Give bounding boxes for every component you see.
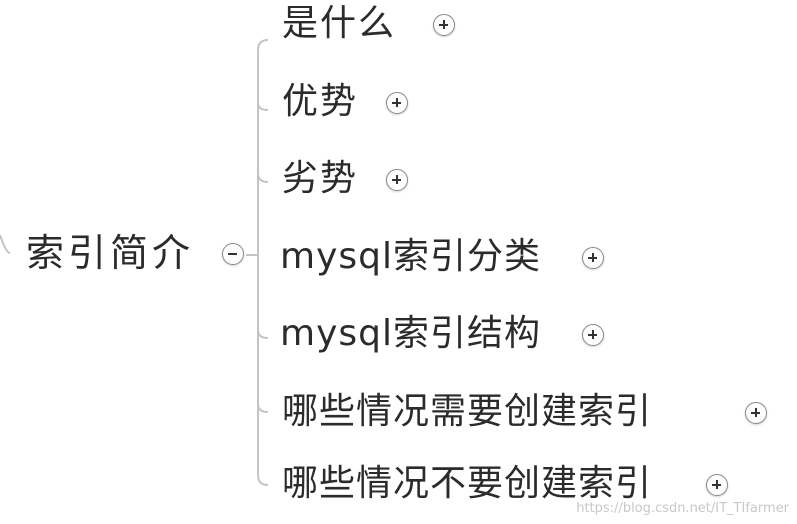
expand-child-button[interactable] (745, 402, 767, 424)
child-node-label[interactable]: 是什么 (282, 3, 397, 44)
child-node-label[interactable]: 优势 (282, 81, 359, 122)
expand-child-button[interactable] (386, 169, 408, 191)
child-node-label[interactable]: mysql索引结构 (280, 313, 541, 354)
root-node-label[interactable]: 索引简介 (26, 231, 195, 275)
expand-child-button[interactable] (582, 247, 604, 269)
child-node-label[interactable]: 哪些情况不要创建索引 (282, 463, 653, 504)
collapse-root-button[interactable] (222, 243, 244, 265)
branch-spine (257, 39, 269, 486)
branch-tick-1 (257, 102, 269, 111)
expand-child-button[interactable] (582, 324, 604, 346)
minus-icon (228, 253, 237, 255)
expand-child-button[interactable] (386, 92, 408, 114)
branch-tick-4 (257, 403, 269, 413)
child-node-label[interactable]: 哪些情况需要创建索引 (282, 391, 653, 432)
child-node-label[interactable]: mysql索引分类 (280, 236, 541, 277)
watermark: https://blog.csdn.net/IT_TIfarmer (576, 501, 789, 516)
child-node-label[interactable]: 劣势 (282, 158, 359, 199)
expand-child-button[interactable] (433, 14, 455, 36)
branch-tick-2 (257, 172, 269, 183)
branch-tick-3 (257, 329, 269, 339)
expand-child-button[interactable] (706, 474, 728, 496)
root-incoming-connector (0, 234, 11, 254)
